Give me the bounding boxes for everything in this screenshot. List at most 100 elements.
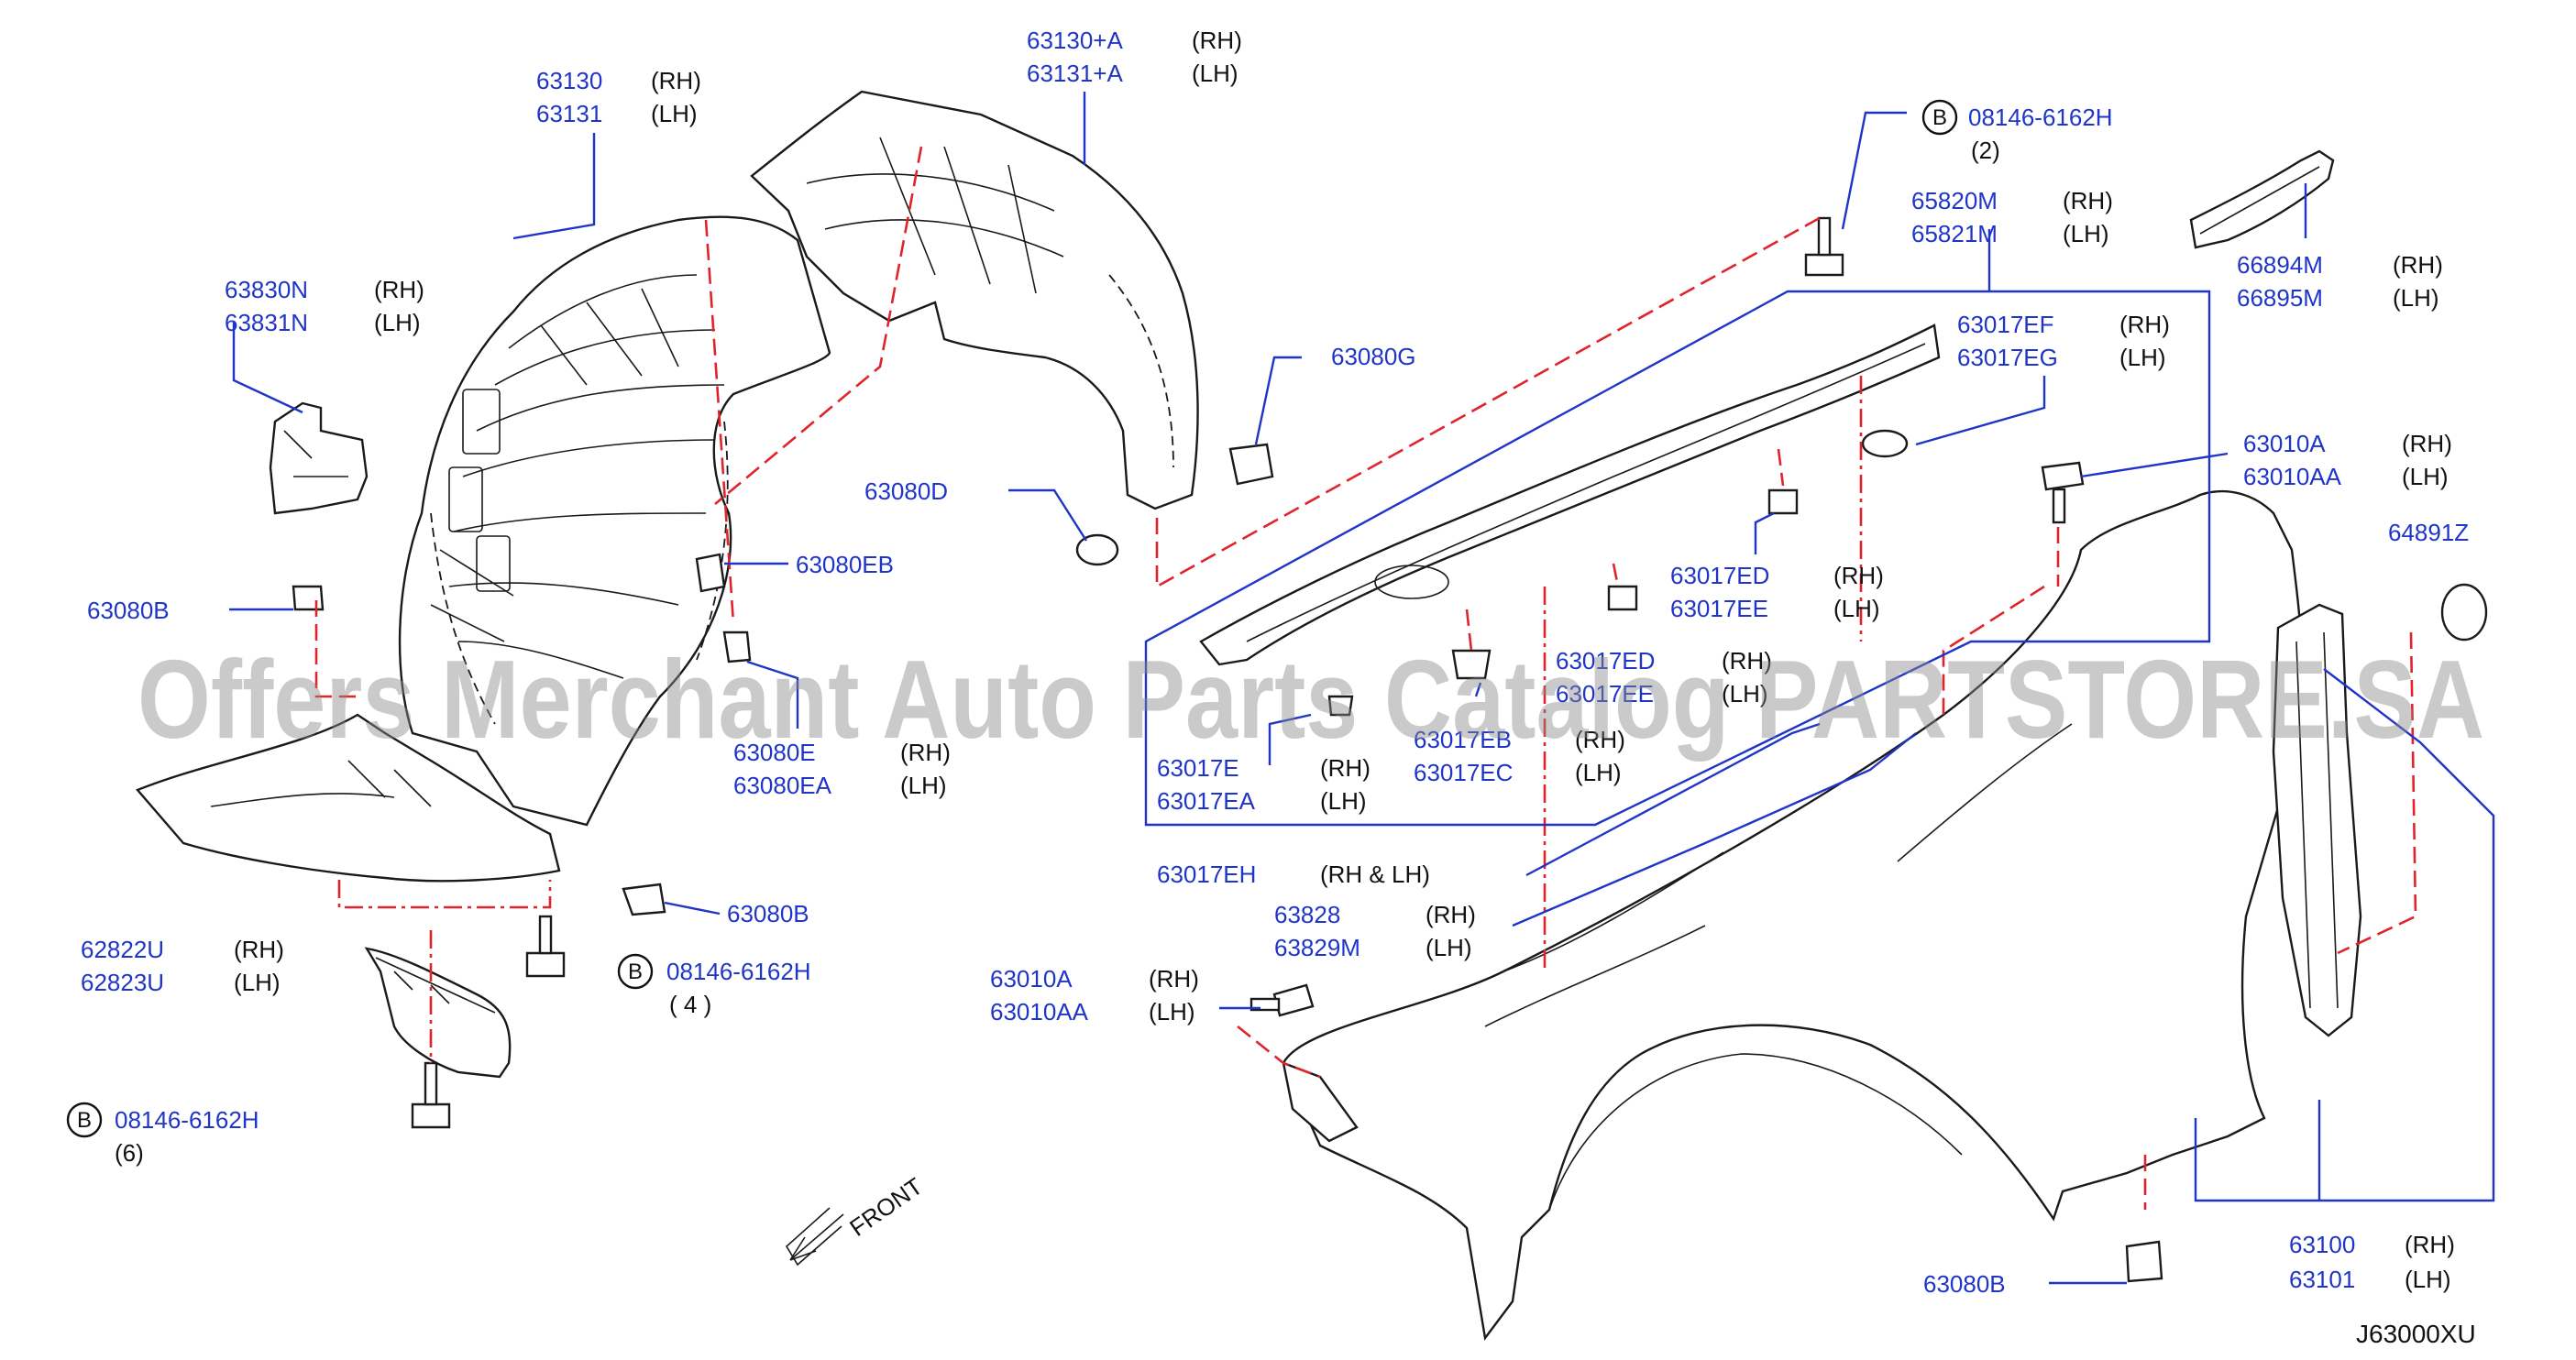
part-number: 63080EA (733, 772, 832, 799)
part-number: 63017EE (1670, 595, 1768, 622)
part-number: 08146-6162H (115, 1106, 259, 1134)
side-note: (LH) (2405, 1266, 2451, 1293)
side-note: (RH) (1575, 726, 1625, 753)
side-note: (RH) (2119, 311, 2170, 338)
side-note: (RH) (2402, 430, 2452, 457)
part-number: 63080G (1331, 343, 1416, 370)
bracket-66894m-drawing (2189, 149, 2335, 249)
part-number: 63100 (2289, 1231, 2355, 1258)
diagram-code: J63000XU (2356, 1320, 2476, 1348)
side-note: (LH) (1192, 60, 1238, 87)
bracket-63830n-drawing (269, 401, 369, 515)
side-note: (RH) (2393, 251, 2443, 279)
splash-guard-drawing (364, 947, 512, 1079)
part-number: 63017EH (1157, 861, 1256, 888)
side-note: (LH) (2063, 220, 2109, 247)
part-number: 08146-6162H (666, 958, 811, 985)
wheel-house-liner-drawing (135, 215, 831, 883)
part-number: 63017ED (1556, 647, 1655, 675)
part-number: 63101 (2289, 1266, 2355, 1293)
part-number: 63830N (225, 276, 308, 303)
part-number: 63130 (536, 67, 602, 94)
side-note: (LH) (2119, 344, 2166, 371)
front-liner-drawing (750, 90, 1199, 510)
bolt-marker-b: B (628, 960, 643, 984)
side-note: (LH) (2402, 463, 2449, 490)
part-number: 63131+A (1027, 60, 1123, 87)
part-number: 63080EB (796, 551, 894, 578)
part-number: 63017EF (1957, 311, 2054, 338)
side-note: (LH) (374, 309, 421, 336)
side-note: (LH) (1320, 787, 1367, 815)
front-direction-indicator: FRONT (785, 1172, 928, 1267)
part-number: 63017EA (1157, 787, 1256, 815)
part-number: 62823U (81, 969, 164, 996)
front-label: FRONT (844, 1172, 928, 1242)
part-number: 63828 (1274, 901, 1340, 928)
side-note: (LH) (2393, 284, 2439, 312)
part-number: 63831N (225, 309, 308, 336)
part-number: 66894M (2237, 251, 2323, 279)
side-note: (RH) (234, 936, 284, 963)
part-number: 63080B (727, 900, 809, 927)
bolt-markers: B B B (66, 99, 1958, 1138)
side-note: (LH) (1426, 934, 1472, 961)
side-note: (RH) (1320, 754, 1371, 782)
side-note: (RH) (1833, 562, 1884, 589)
part-number: 64891Z (2388, 519, 2469, 546)
part-number: 65820M (1911, 187, 1998, 214)
front-arrow-icon (785, 1207, 844, 1267)
side-note: (2) (1971, 137, 2000, 164)
part-number: 63080B (87, 597, 170, 624)
side-note: (RH & LH) (1320, 861, 1430, 888)
part-number: 63010AA (2243, 463, 2342, 490)
side-note: (RH) (1192, 27, 1242, 54)
bolt-marker-b: B (1932, 105, 1947, 130)
part-number: 62822U (81, 936, 164, 963)
part-number: 65821M (1911, 220, 1998, 247)
side-note: (RH) (2063, 187, 2113, 214)
side-note: (LH) (900, 772, 947, 799)
part-number: 63131 (536, 100, 602, 127)
side-note: (6) (115, 1139, 144, 1167)
part-number: 63080B (1923, 1270, 2006, 1298)
side-note: (LH) (1149, 998, 1195, 1025)
side-note: (LH) (234, 969, 281, 996)
part-number: 63130+A (1027, 27, 1123, 54)
part-number: 63080E (733, 739, 816, 766)
part-number: 63010A (990, 965, 1073, 993)
part-number: 63080D (864, 477, 948, 505)
side-seal-drawing (2272, 603, 2362, 1037)
part-number: 63010AA (990, 998, 1089, 1025)
part-number: 63017EB (1414, 726, 1512, 753)
part-number: 63017EC (1414, 759, 1513, 786)
side-note: (LH) (1575, 759, 1622, 786)
side-note: (LH) (651, 100, 698, 127)
bolt-marker-b: B (77, 1108, 92, 1133)
cap-64891z-drawing (2440, 583, 2488, 642)
side-note: (RH) (900, 739, 951, 766)
part-number: 08146-6162H (1968, 104, 2113, 131)
side-note: (RH) (651, 67, 701, 94)
watermark-text: Offers Merchant Auto Parts Catalog PARTS… (138, 637, 2484, 762)
clips-and-bolts (292, 216, 2488, 1283)
side-note: ( 4 ) (669, 991, 711, 1018)
part-number: 63829M (1274, 934, 1360, 961)
side-note: (RH) (1722, 647, 1772, 675)
side-note: (RH) (374, 276, 424, 303)
side-note: (RH) (1426, 901, 1476, 928)
part-number: 63010A (2243, 430, 2326, 457)
part-number: 63017EG (1957, 344, 2058, 371)
side-note: (RH) (2405, 1231, 2455, 1258)
side-note: (RH) (1149, 965, 1199, 993)
part-number: 63017EE (1556, 680, 1654, 707)
fender-seal-drawing (1199, 324, 1941, 666)
alignment-lines (314, 146, 2417, 1210)
side-note: (LH) (1722, 680, 1768, 707)
fender-drawing (1282, 489, 2304, 1341)
part-number: 63017E (1157, 754, 1239, 782)
part-number: 63017ED (1670, 562, 1769, 589)
leader-lines (229, 92, 2495, 1285)
side-note: (LH) (1833, 595, 1880, 622)
